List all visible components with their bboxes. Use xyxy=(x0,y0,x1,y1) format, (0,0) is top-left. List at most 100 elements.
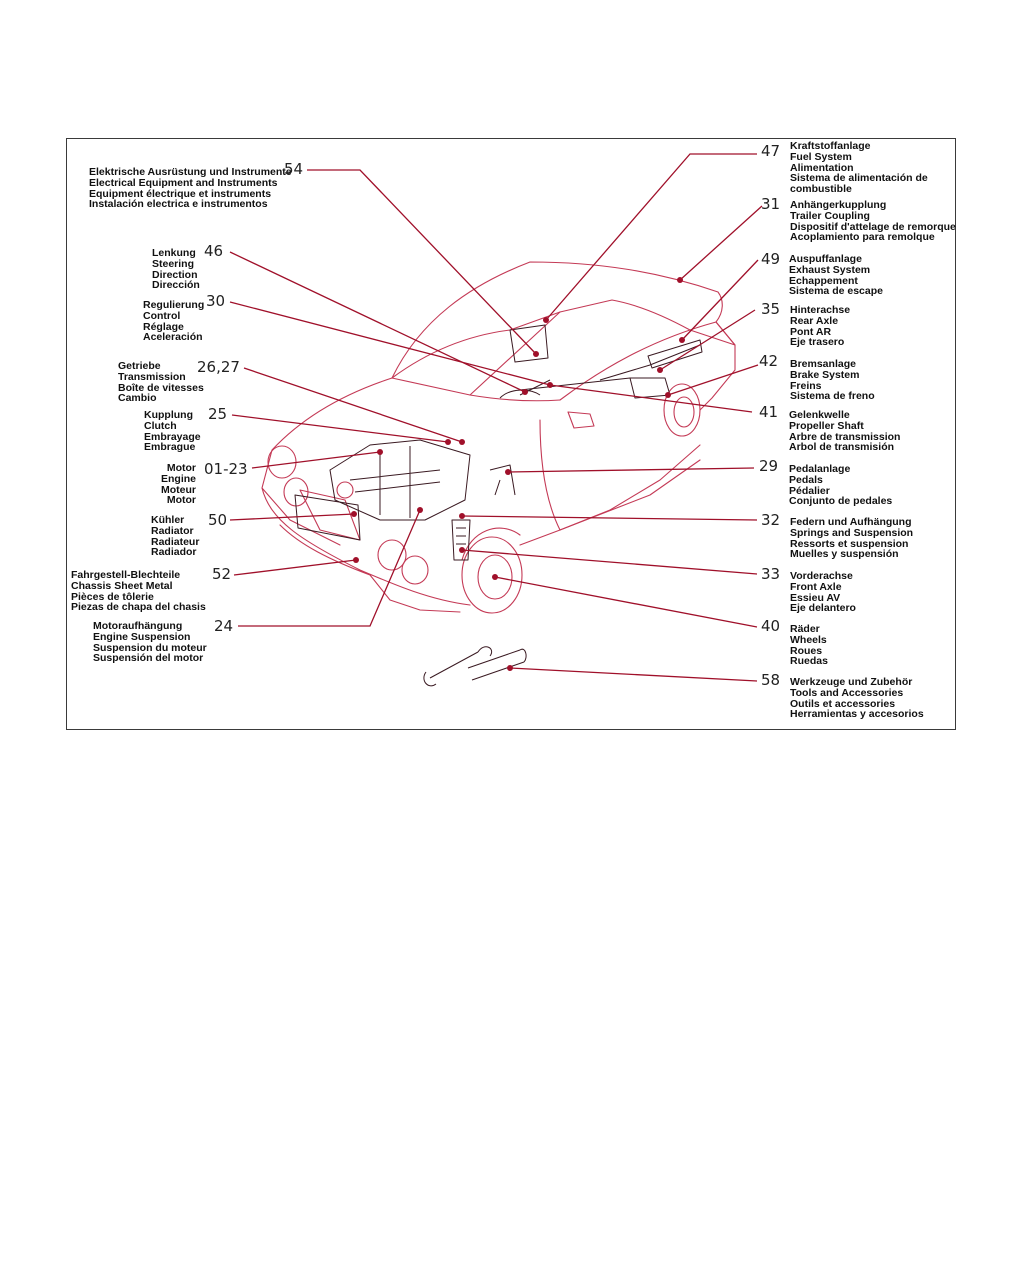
callout-50-number: 50 xyxy=(208,511,228,529)
label-de: Vorderachse xyxy=(790,570,853,582)
label-de: Räder xyxy=(790,623,820,635)
car-mirror xyxy=(567,411,595,429)
label-de: Elektrische Ausrüstung und Instrumente xyxy=(89,166,292,178)
callout-29-number: 29 xyxy=(759,457,779,475)
label-de: Gelenkwelle xyxy=(789,409,850,421)
label-de: Kupplung xyxy=(144,409,193,421)
leader-52 xyxy=(233,559,357,576)
pedal-assembly xyxy=(489,464,516,496)
label-fr: Pièces de tôlerie xyxy=(71,590,154,603)
callout-30-number: 30 xyxy=(206,292,226,310)
label-en: Propeller Shaft xyxy=(789,419,864,432)
headlight-left xyxy=(267,445,297,479)
callout-54-number: 54 xyxy=(284,160,304,178)
leader-33 xyxy=(461,549,758,575)
engine-block xyxy=(329,439,471,521)
callout-01-number: 01-23 xyxy=(204,460,248,478)
callout-40-text: Räder Wheels Roues Ruedas xyxy=(790,624,828,667)
callout-31-text: Anhängerkupplung Trailer Coupling Dispos… xyxy=(790,200,956,243)
label-de: Motoraufhängung xyxy=(93,620,183,632)
callout-24-number: 24 xyxy=(214,617,234,635)
callout-01-text: Motor Engine Moteur Motor xyxy=(140,463,196,506)
label-fr: Equipment électrique et instruments xyxy=(89,187,272,200)
label-fr: Embrayage xyxy=(144,430,201,443)
label-de: Getriebe xyxy=(118,360,161,372)
label-de: Kraftstoffanlage xyxy=(790,140,871,152)
label-fr: Pédalier xyxy=(789,484,830,497)
label-en: Chassis Sheet Metal xyxy=(71,579,173,592)
leader-25 xyxy=(231,414,449,443)
label-en: Steering xyxy=(152,257,195,270)
label-es: Motor xyxy=(166,494,196,507)
callout-40-number: 40 xyxy=(761,617,781,635)
callout-25-text: Kupplung Clutch Embrayage Embrague xyxy=(144,410,201,453)
label-de: Kühler xyxy=(151,514,185,526)
callout-42-number: 42 xyxy=(759,352,779,370)
leader-42 xyxy=(667,364,759,396)
label-en: Trailer Coupling xyxy=(790,209,870,222)
label-es: Dirección xyxy=(152,279,200,292)
callout-49-text: Auspuffanlage Exhaust System Echappement… xyxy=(789,254,883,297)
car-roofline xyxy=(391,261,723,379)
rear-wheel xyxy=(663,383,701,437)
label-es: Conjunto de pedales xyxy=(789,495,893,508)
label-es: Embrague xyxy=(144,441,196,454)
callout-52-text: Fahrgestell-Blechteile Chassis Sheet Met… xyxy=(71,570,206,613)
battery-box xyxy=(509,324,549,363)
label-fr: Dispositif d'attelage de remorque xyxy=(790,220,956,233)
callout-58-text: Werkzeuge und Zubehör Tools and Accessor… xyxy=(790,677,924,720)
callout-42-text: Bremsanlage Brake System Freins Sistema … xyxy=(790,359,875,402)
label-en: Springs and Suspension xyxy=(790,526,914,539)
label-fr: Réglage xyxy=(143,320,184,333)
callout-26-text: Getriebe Transmission Boîte de vitesses … xyxy=(118,361,204,404)
label-de: Werkzeuge und Zubehör xyxy=(790,676,913,688)
callout-29-text: Pedalanlage Pedals Pédalier Conjunto de … xyxy=(789,464,892,507)
leader-30 xyxy=(229,301,551,386)
wrench-tool xyxy=(423,646,492,687)
callout-24-text: Motoraufhängung Engine Suspension Suspen… xyxy=(93,621,207,664)
leader-24 xyxy=(238,509,421,627)
label-es: Suspensión del motor xyxy=(93,652,204,665)
callout-33-text: Vorderachse Front Axle Essieu AV Eje del… xyxy=(790,571,856,614)
leader-26 xyxy=(243,367,463,443)
label-en: Engine Suspension xyxy=(93,630,191,643)
muffler xyxy=(647,339,703,369)
label-en: Exhaust System xyxy=(789,263,871,276)
label-es: Sistema de escape xyxy=(789,285,883,298)
propeller-shaft xyxy=(519,377,631,391)
label-en: Pedals xyxy=(789,473,823,486)
leader-54 xyxy=(307,169,537,355)
callout-49-number: 49 xyxy=(761,250,781,268)
callout-41-text: Gelenkwelle Propeller Shaft Arbre de tra… xyxy=(789,410,900,453)
callout-32-text: Federn und Aufhängung Springs and Suspen… xyxy=(790,517,913,560)
label-es: Arbol de transmisión xyxy=(789,441,895,454)
label-fr: Ressorts et suspension xyxy=(790,537,909,550)
label-de: Bremsanlage xyxy=(790,358,856,370)
label-de: Anhängerkupplung xyxy=(790,199,887,211)
callout-32-number: 32 xyxy=(761,511,781,529)
leader-31 xyxy=(679,205,763,281)
label-fr: Arbre de transmission xyxy=(789,430,901,443)
label-fr: Pont AR xyxy=(790,325,832,338)
callout-47-number: 47 xyxy=(761,142,781,160)
pliers-tool xyxy=(467,648,527,681)
diagram-frame xyxy=(66,138,956,730)
label-fr: Outils et accessories xyxy=(790,697,896,710)
leader-50 xyxy=(229,513,355,521)
car-a-pillar xyxy=(469,311,561,396)
label-de: Hinterachse xyxy=(790,304,851,316)
label-es: Piezas de chapa del chasis xyxy=(71,601,206,614)
label-es-cont: combustible xyxy=(790,183,852,196)
leader-29 xyxy=(507,467,755,473)
label-de: Regulierung xyxy=(143,299,205,311)
car-rear-window xyxy=(559,299,691,331)
label-en: Wheels xyxy=(790,633,827,646)
label-es: Muelles y suspensión xyxy=(790,548,899,561)
leader-49 xyxy=(681,259,759,341)
car-door-line xyxy=(539,419,701,531)
leader-46 xyxy=(229,251,526,393)
leader-47 xyxy=(545,153,757,321)
label-en: Engine xyxy=(160,472,196,485)
label-de: Pedalanlage xyxy=(789,463,851,475)
callout-47-text: Kraftstoffanlage Fuel System Alimentatio… xyxy=(790,141,928,195)
